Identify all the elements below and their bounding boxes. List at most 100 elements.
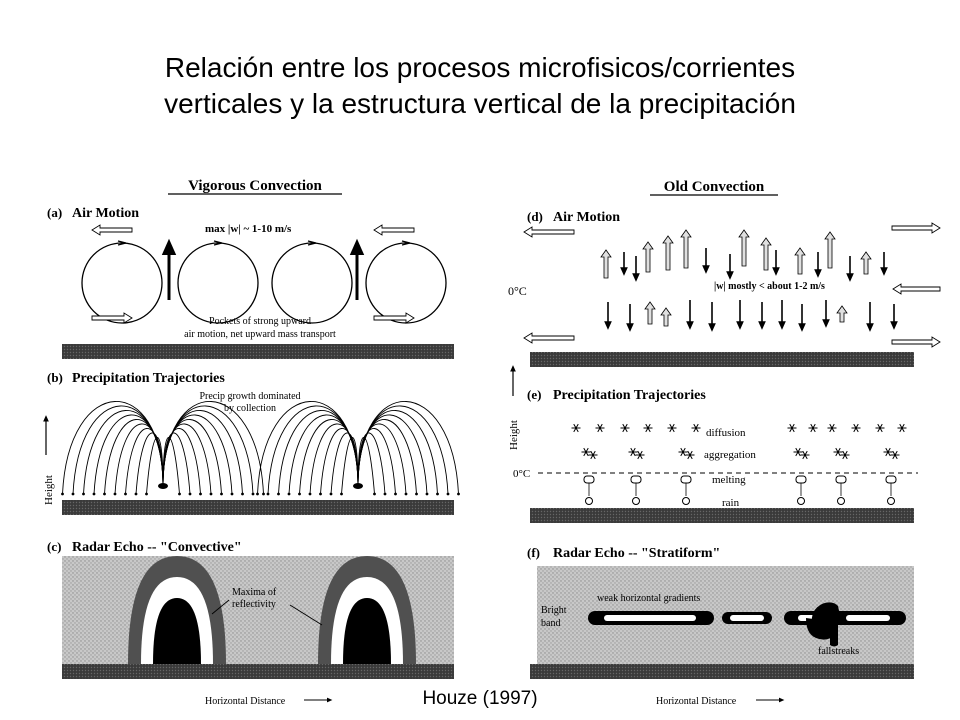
- ice-crystal: [685, 450, 695, 460]
- ice-crystal: [678, 447, 688, 457]
- cell-direction-mark: [213, 240, 223, 246]
- fallstreaks-label: fallstreaks: [818, 646, 859, 657]
- panel-d-ground: [530, 352, 914, 367]
- ice-crystal: [890, 450, 900, 460]
- ice-crystal: [667, 423, 677, 433]
- upward-arrows: [91, 224, 415, 324]
- ice-crystal: [571, 423, 581, 433]
- ice-crystal: [875, 423, 885, 433]
- right-figure: Old Convection (d) Air Motion 0°C |w| mo…: [508, 179, 941, 707]
- ice-crystal: [897, 423, 907, 433]
- bright-band-segment-3: [784, 602, 906, 647]
- panel-d-title: Air Motion: [553, 210, 620, 225]
- horizontal-flow-arrow: [91, 224, 133, 236]
- ice-crystal: [581, 447, 591, 457]
- panel-a-tag: (a): [47, 205, 62, 220]
- right-heading: Old Convection: [664, 179, 765, 195]
- precipitation-trajectories: [61, 401, 460, 496]
- ice-crystal: [691, 423, 701, 433]
- panel-d-zero-c: 0°C: [508, 284, 527, 298]
- raindrop: [887, 497, 895, 505]
- raindrop: [837, 497, 845, 505]
- height-label-left: Height: [43, 475, 55, 505]
- ice-crystal: [793, 447, 803, 457]
- right-x-label: Horizontal Distance: [656, 696, 737, 707]
- melting-particle: [885, 475, 897, 484]
- left-figure: Vigorous Convection (a) Air Motion max |…: [43, 178, 460, 707]
- maxima-label-line-2: reflectivity: [232, 599, 276, 610]
- weak-updraft-arrow: [860, 251, 872, 275]
- label-diffusion: diffusion: [706, 427, 746, 439]
- fountain: [256, 401, 460, 496]
- horizontal-flow-arrows: [523, 222, 941, 348]
- maxima-pointer-left: [211, 599, 230, 615]
- horizontal-flow-arrow: [891, 336, 941, 348]
- slide-title-line-2: verticales y la estructura vertical de l…: [164, 88, 796, 119]
- cell-direction-mark: [307, 240, 317, 246]
- horizontal-flow-arrow: [892, 283, 941, 295]
- convective-cell-right: [318, 556, 416, 664]
- label-melting: melting: [712, 474, 746, 486]
- height-label-right: Height: [508, 420, 520, 450]
- panel-b-title: Precipitation Trajectories: [72, 371, 225, 386]
- weak-updraft-arrow: [836, 305, 848, 323]
- convective-cell-left: [128, 556, 226, 664]
- ice-crystal: [628, 447, 638, 457]
- melting-particle: [630, 475, 642, 484]
- panel-a-note-line-2: air motion, net upward mass transport: [184, 329, 336, 340]
- panel-e-zero-c: 0°C: [513, 468, 530, 480]
- panel-b-tag: (b): [47, 370, 63, 385]
- bright-band-label-line-1: Bright: [541, 605, 567, 616]
- ice-crystal: [833, 447, 843, 457]
- slide-title-line-1: Relación entre los procesos microfisicos…: [164, 52, 796, 83]
- panel-c-tag: (c): [47, 539, 61, 554]
- panel-d-w-note: |w| mostly < about 1-2 m/s: [714, 281, 825, 292]
- ice-crystal: [827, 423, 837, 433]
- ice-crystal: [808, 423, 818, 433]
- left-x-label: Horizontal Distance: [205, 696, 286, 707]
- cell-direction-mark: [117, 240, 127, 246]
- panel-b-note-line-2: by collection: [224, 403, 276, 414]
- left-heading: Vigorous Convection: [188, 178, 322, 194]
- panel-d-tag: (d): [527, 209, 543, 224]
- ice-crystal: [851, 423, 861, 433]
- weak-updraft-arrow: [600, 249, 612, 279]
- weak-updraft-arrow: [644, 301, 656, 325]
- horizontal-flow-arrow: [373, 312, 415, 324]
- panel-c-title: Radar Echo -- "Convective": [72, 540, 242, 555]
- panel-f-tag: (f): [527, 545, 540, 560]
- panel-b: (b) Precipitation Trajectories Precip gr…: [43, 370, 460, 515]
- circulation-cell: [365, 242, 447, 324]
- panel-c: (c) Radar Echo -- "Convective" Maxima of…: [47, 539, 454, 707]
- weak-updraft-arrow: [824, 231, 836, 269]
- panel-a: (a) Air Motion max |w| ~ 1-10 m/s Pocket…: [47, 205, 454, 359]
- weak-updraft-arrow: [662, 235, 674, 271]
- panel-f-title: Radar Echo -- "Stratiform": [553, 546, 720, 561]
- bright-band-label-line-2: band: [541, 618, 560, 629]
- panel-c-ground: [62, 664, 454, 679]
- label-aggregation: aggregation: [704, 449, 756, 461]
- ice-crystal: [588, 450, 598, 460]
- panel-e-tag: (e): [527, 387, 541, 402]
- panel-a-title: Air Motion: [72, 206, 139, 221]
- bright-band-segment-2: [722, 612, 772, 624]
- panel-e: Height (e) Precipitation Trajectories 0°…: [508, 365, 918, 523]
- ice-crystal: [595, 423, 605, 433]
- snow-rain-columns: [571, 423, 907, 505]
- ice-crystal: [800, 450, 810, 460]
- cell-direction-mark: [401, 240, 411, 246]
- vertical-motion-arrows: [600, 229, 898, 332]
- horizontal-flow-arrow: [373, 224, 415, 236]
- source-credit: Houze (1997): [422, 688, 538, 709]
- horizontal-flow-arrow: [523, 226, 575, 238]
- horizontal-flow-arrow: [891, 222, 941, 234]
- panel-f-ground: [530, 664, 914, 679]
- circulation-cell: [177, 242, 259, 324]
- weak-updraft-arrow: [760, 237, 772, 271]
- panel-e-ground: [530, 508, 914, 523]
- maxima-label-line-1: Maxima of: [232, 587, 277, 598]
- panel-b-ground: [62, 500, 454, 515]
- ice-crystal: [635, 450, 645, 460]
- raindrop: [632, 497, 640, 505]
